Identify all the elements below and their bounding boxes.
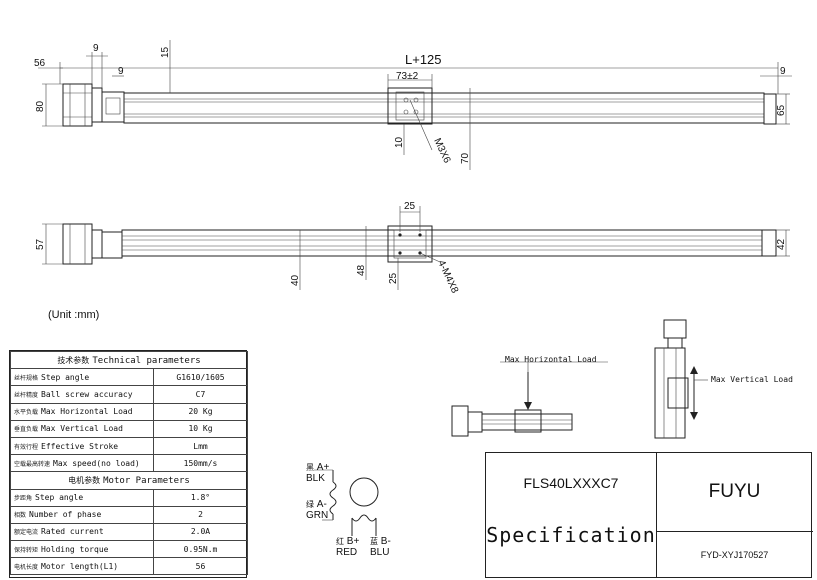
dim-height-right: 65 <box>776 104 787 116</box>
side-rail <box>121 229 763 257</box>
load-h-motor <box>451 405 469 437</box>
side-slider <box>387 225 433 263</box>
tech-title: Technical parameters <box>92 355 201 366</box>
row-label: Number of phase <box>29 510 102 520</box>
dim-holes: 4-M4X8 <box>435 259 460 296</box>
row-value: 10 Kg <box>153 419 248 438</box>
side-motor-body <box>62 223 93 265</box>
row-value: 2.0A <box>153 522 248 542</box>
load-diagram-horizontal <box>451 361 608 437</box>
title-block-left: FLS40LXXXC7 Specification <box>486 453 657 577</box>
dim-height-left: 80 <box>35 100 46 112</box>
specification-title: Specification <box>486 523 656 547</box>
wiring-diagram <box>314 469 379 536</box>
dim-side-height-left: 57 <box>35 238 46 250</box>
motor-title-zh: 电机参数 <box>68 475 101 485</box>
model-number: FLS40LXXXC7 <box>523 475 619 491</box>
max-horizontal-load-label: Max Horizontal Load <box>505 355 597 364</box>
unit-note: (Unit :mm) <box>48 309 100 321</box>
wire-a-minus: 绿 A- GRN <box>306 499 329 521</box>
dim-slider-width: 73±2 <box>396 71 419 82</box>
document-number: FYD-XYJ170527 <box>700 550 769 560</box>
top-motor-body <box>62 83 93 127</box>
max-vertical-load-label: Max Vertical Load <box>711 375 793 384</box>
top-view: L+125 56 9 15 9 73±2 9 80 65 10 <box>34 40 792 170</box>
tech-title-zh: 技术参数 <box>57 355 90 365</box>
row-label: Step angle <box>35 493 84 503</box>
dim-25-bottom: 25 <box>388 272 399 284</box>
top-end-cap-right <box>763 93 777 125</box>
dim-25-top: 25 <box>404 201 416 212</box>
dim-70: 70 <box>460 152 471 164</box>
side-view: 25 57 42 40 48 25 4-M4X8 <box>35 201 790 295</box>
motor-title: Motor Parameters <box>103 475 190 486</box>
row-label: Ball screw accuracy <box>41 389 133 399</box>
row-label: Effective Stroke <box>41 441 119 451</box>
row-value: 150mm/s <box>153 454 248 473</box>
row-value: Lmm <box>153 436 248 456</box>
dim-10: 10 <box>394 136 405 148</box>
wire-b-plus: 红 B+ RED <box>336 536 360 558</box>
row-label: Max Horizontal Load <box>41 407 133 417</box>
row-label: Holding torque <box>41 544 109 554</box>
top-slider <box>387 87 433 125</box>
row-value: 2 <box>153 505 248 524</box>
wire-a-plus: 黑 A+ BLK <box>306 462 330 484</box>
side-end-block-left <box>101 231 123 259</box>
dim-40: 40 <box>290 274 301 286</box>
dim-thread: M3X6 <box>431 137 452 166</box>
top-end-block-left <box>101 91 125 123</box>
dim-motor-length: 56 <box>34 58 46 69</box>
row-label: Step angle <box>41 372 90 382</box>
row-label: Max speed(no load) <box>53 458 140 468</box>
top-coupling <box>91 87 103 123</box>
row-value: 56 <box>153 557 248 576</box>
dim-9-right: 9 <box>780 66 786 77</box>
row-value: 20 Kg <box>153 402 248 421</box>
top-rail <box>123 92 765 124</box>
row-label: Max Vertical Load <box>41 424 123 434</box>
dim-9b: 9 <box>118 66 124 77</box>
brand-name: FUYU <box>656 453 813 532</box>
row-value: C7 <box>153 385 248 404</box>
row-value: 0.95N.m <box>153 540 248 559</box>
motor-winding-symbol <box>349 477 379 507</box>
row-value: 1.8° <box>153 488 248 507</box>
row-label: Rated current <box>41 527 104 537</box>
load-v-motor <box>663 319 687 339</box>
dim-48: 48 <box>356 264 367 276</box>
wire-b-minus: 蓝 B- BLU <box>370 536 391 558</box>
dim-side-height-right: 42 <box>776 238 787 250</box>
row-value: G1610/1605 <box>153 368 248 387</box>
row-label: Motor length(L1) <box>41 561 119 571</box>
dim-length: L+125 <box>405 52 442 67</box>
dim-15: 15 <box>160 46 171 58</box>
dim-9a: 9 <box>93 43 99 54</box>
side-end-cap-right <box>761 229 777 257</box>
title-block: FLS40LXXXC7 Specification FUYU FYD-XYJ17… <box>485 452 813 578</box>
load-diagram-vertical <box>654 319 708 439</box>
